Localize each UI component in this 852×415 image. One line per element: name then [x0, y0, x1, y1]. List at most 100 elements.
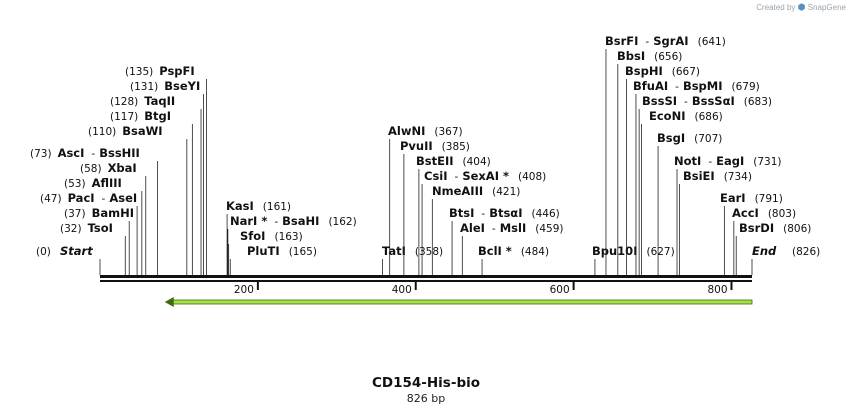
site-name-0-0: TsoI: [88, 221, 113, 235]
ruler-label-800: 800: [707, 284, 727, 296]
site-name-34-0: EarI: [720, 191, 746, 205]
site-name-28-1: BspMI: [683, 79, 723, 93]
site-position-36: (806): [783, 223, 811, 235]
site-position-26: (656): [654, 51, 682, 63]
site-position-0: (32): [60, 223, 82, 235]
site-name-18-0: BstEII: [416, 154, 454, 168]
feature-bar: [170, 299, 753, 305]
site-name-21-0: BtsI: [449, 206, 474, 220]
site-position-7: (117): [110, 111, 138, 123]
site-name-10-0: PspFI: [159, 64, 194, 78]
site-position-13: (163): [274, 231, 302, 243]
site-position-29: (683): [744, 96, 772, 108]
site-name-11-0: KasI: [226, 199, 254, 213]
site-name-26-0: BbsI: [617, 49, 645, 63]
feature-arrowhead: [164, 297, 174, 307]
site-name-21-1: BtsαI: [489, 206, 522, 220]
ruler-label-200: 200: [234, 284, 254, 296]
site-name-20-0: NmeAIII: [432, 184, 483, 198]
site-separator-29: -: [684, 96, 688, 108]
plasmid-length: 826 bp: [406, 392, 446, 405]
ruler-label-600: 600: [550, 284, 570, 296]
site-position-33: (734): [724, 171, 752, 183]
site-position-12: (162): [328, 216, 356, 228]
site-name-8-0: TaqII: [144, 94, 175, 108]
site-name-23-0: BclI *: [478, 244, 512, 258]
site-position-11: (161): [263, 201, 291, 213]
site-name-32-0: NotI: [674, 154, 701, 168]
site-name-4-0: XbaI: [108, 161, 137, 175]
site-position-21: (446): [531, 208, 559, 220]
site-separator-22: -: [492, 223, 496, 235]
site-position-9: (131): [130, 81, 158, 93]
site-name-5-0: AscI: [58, 146, 85, 160]
site-position-6: (110): [88, 126, 116, 138]
site-name-19-1: SexAI *: [462, 169, 509, 183]
site-position-30: (686): [694, 111, 722, 123]
site-name-33-0: BsiEI: [683, 169, 715, 183]
site-position-31: (707): [694, 133, 722, 145]
site-name-25-0: BsrFI: [605, 34, 638, 48]
site-separator-19: -: [455, 171, 459, 183]
site-position-18: (404): [463, 156, 491, 168]
site-name-22-0: AleI: [460, 221, 485, 235]
site-position-16: (367): [434, 126, 462, 138]
site-separator-32: -: [708, 156, 712, 168]
site-position-2: (47): [40, 193, 62, 205]
site-position-32: (731): [753, 156, 781, 168]
site-name-12-0: NarI *: [230, 214, 267, 228]
site-position-35: (803): [768, 208, 796, 220]
site-position-19: (408): [518, 171, 546, 183]
site-position-25: (641): [698, 36, 726, 48]
site-name-15-0: TatI: [382, 244, 406, 258]
site-position-17: (385): [442, 141, 470, 153]
site-name-13-0: SfoI: [240, 229, 265, 243]
site-name-36-0: BsrDI: [739, 221, 774, 235]
site-separator-25: -: [645, 36, 649, 48]
snapgene-credit: Created by ⬢ SnapGene: [756, 2, 846, 13]
site-name-27-0: BspHI: [625, 64, 663, 78]
site-position-4: (58): [80, 163, 102, 175]
site-name-28-0: BfuAI: [633, 79, 668, 93]
site-position-28: (679): [732, 81, 760, 93]
site-position-22: (459): [535, 223, 563, 235]
credit-prefix: Created by: [756, 3, 796, 12]
site-position-14: (165): [289, 246, 317, 258]
site-position-10: (135): [125, 66, 153, 78]
site-name-2-0: PacI: [68, 191, 95, 205]
site-name-22-1: MslI: [500, 221, 527, 235]
site-name-5-1: BssHII: [99, 146, 140, 160]
site-name-19-0: CsiI: [424, 169, 448, 183]
site-separator-12: -: [274, 216, 278, 228]
site-name-25-1: SgrAI: [653, 34, 688, 48]
site-name-2-1: AseI: [109, 191, 137, 205]
start-label: Start: [60, 244, 93, 258]
site-name-24-0: Bpu10I: [592, 244, 637, 258]
ruler-label-400: 400: [392, 284, 412, 296]
site-position-20: (421): [492, 186, 520, 198]
site-separator-2: -: [102, 193, 106, 205]
site-name-3-0: AflIII: [92, 176, 122, 190]
site-name-35-0: AccI: [732, 206, 759, 220]
site-position-23: (484): [521, 246, 549, 258]
site-name-9-0: BseYI: [164, 79, 200, 93]
end-label: End: [752, 244, 777, 258]
backbone-bottom-strand: [100, 280, 752, 282]
site-name-32-1: EagI: [716, 154, 744, 168]
backbone-top-strand: [100, 275, 752, 278]
site-position-24: (627): [646, 246, 674, 258]
plasmid-name: CD154-His-bio: [371, 375, 481, 391]
site-name-7-0: BtgI: [144, 109, 171, 123]
site-separator-21: -: [481, 208, 485, 220]
site-name-29-0: BssSI: [642, 94, 677, 108]
site-position-34: (791): [755, 193, 783, 205]
site-name-16-0: AlwNI: [388, 124, 425, 138]
site-name-14-0: PluTI: [247, 244, 280, 258]
site-name-17-0: PvuII: [400, 139, 433, 153]
site-name-30-0: EcoNI: [649, 109, 685, 123]
site-name-29-1: BssSαI: [692, 94, 735, 108]
snapgene-logo-icon: ⬢: [797, 2, 806, 12]
site-position-5: (73): [30, 148, 52, 160]
start-position: (0): [36, 246, 51, 258]
